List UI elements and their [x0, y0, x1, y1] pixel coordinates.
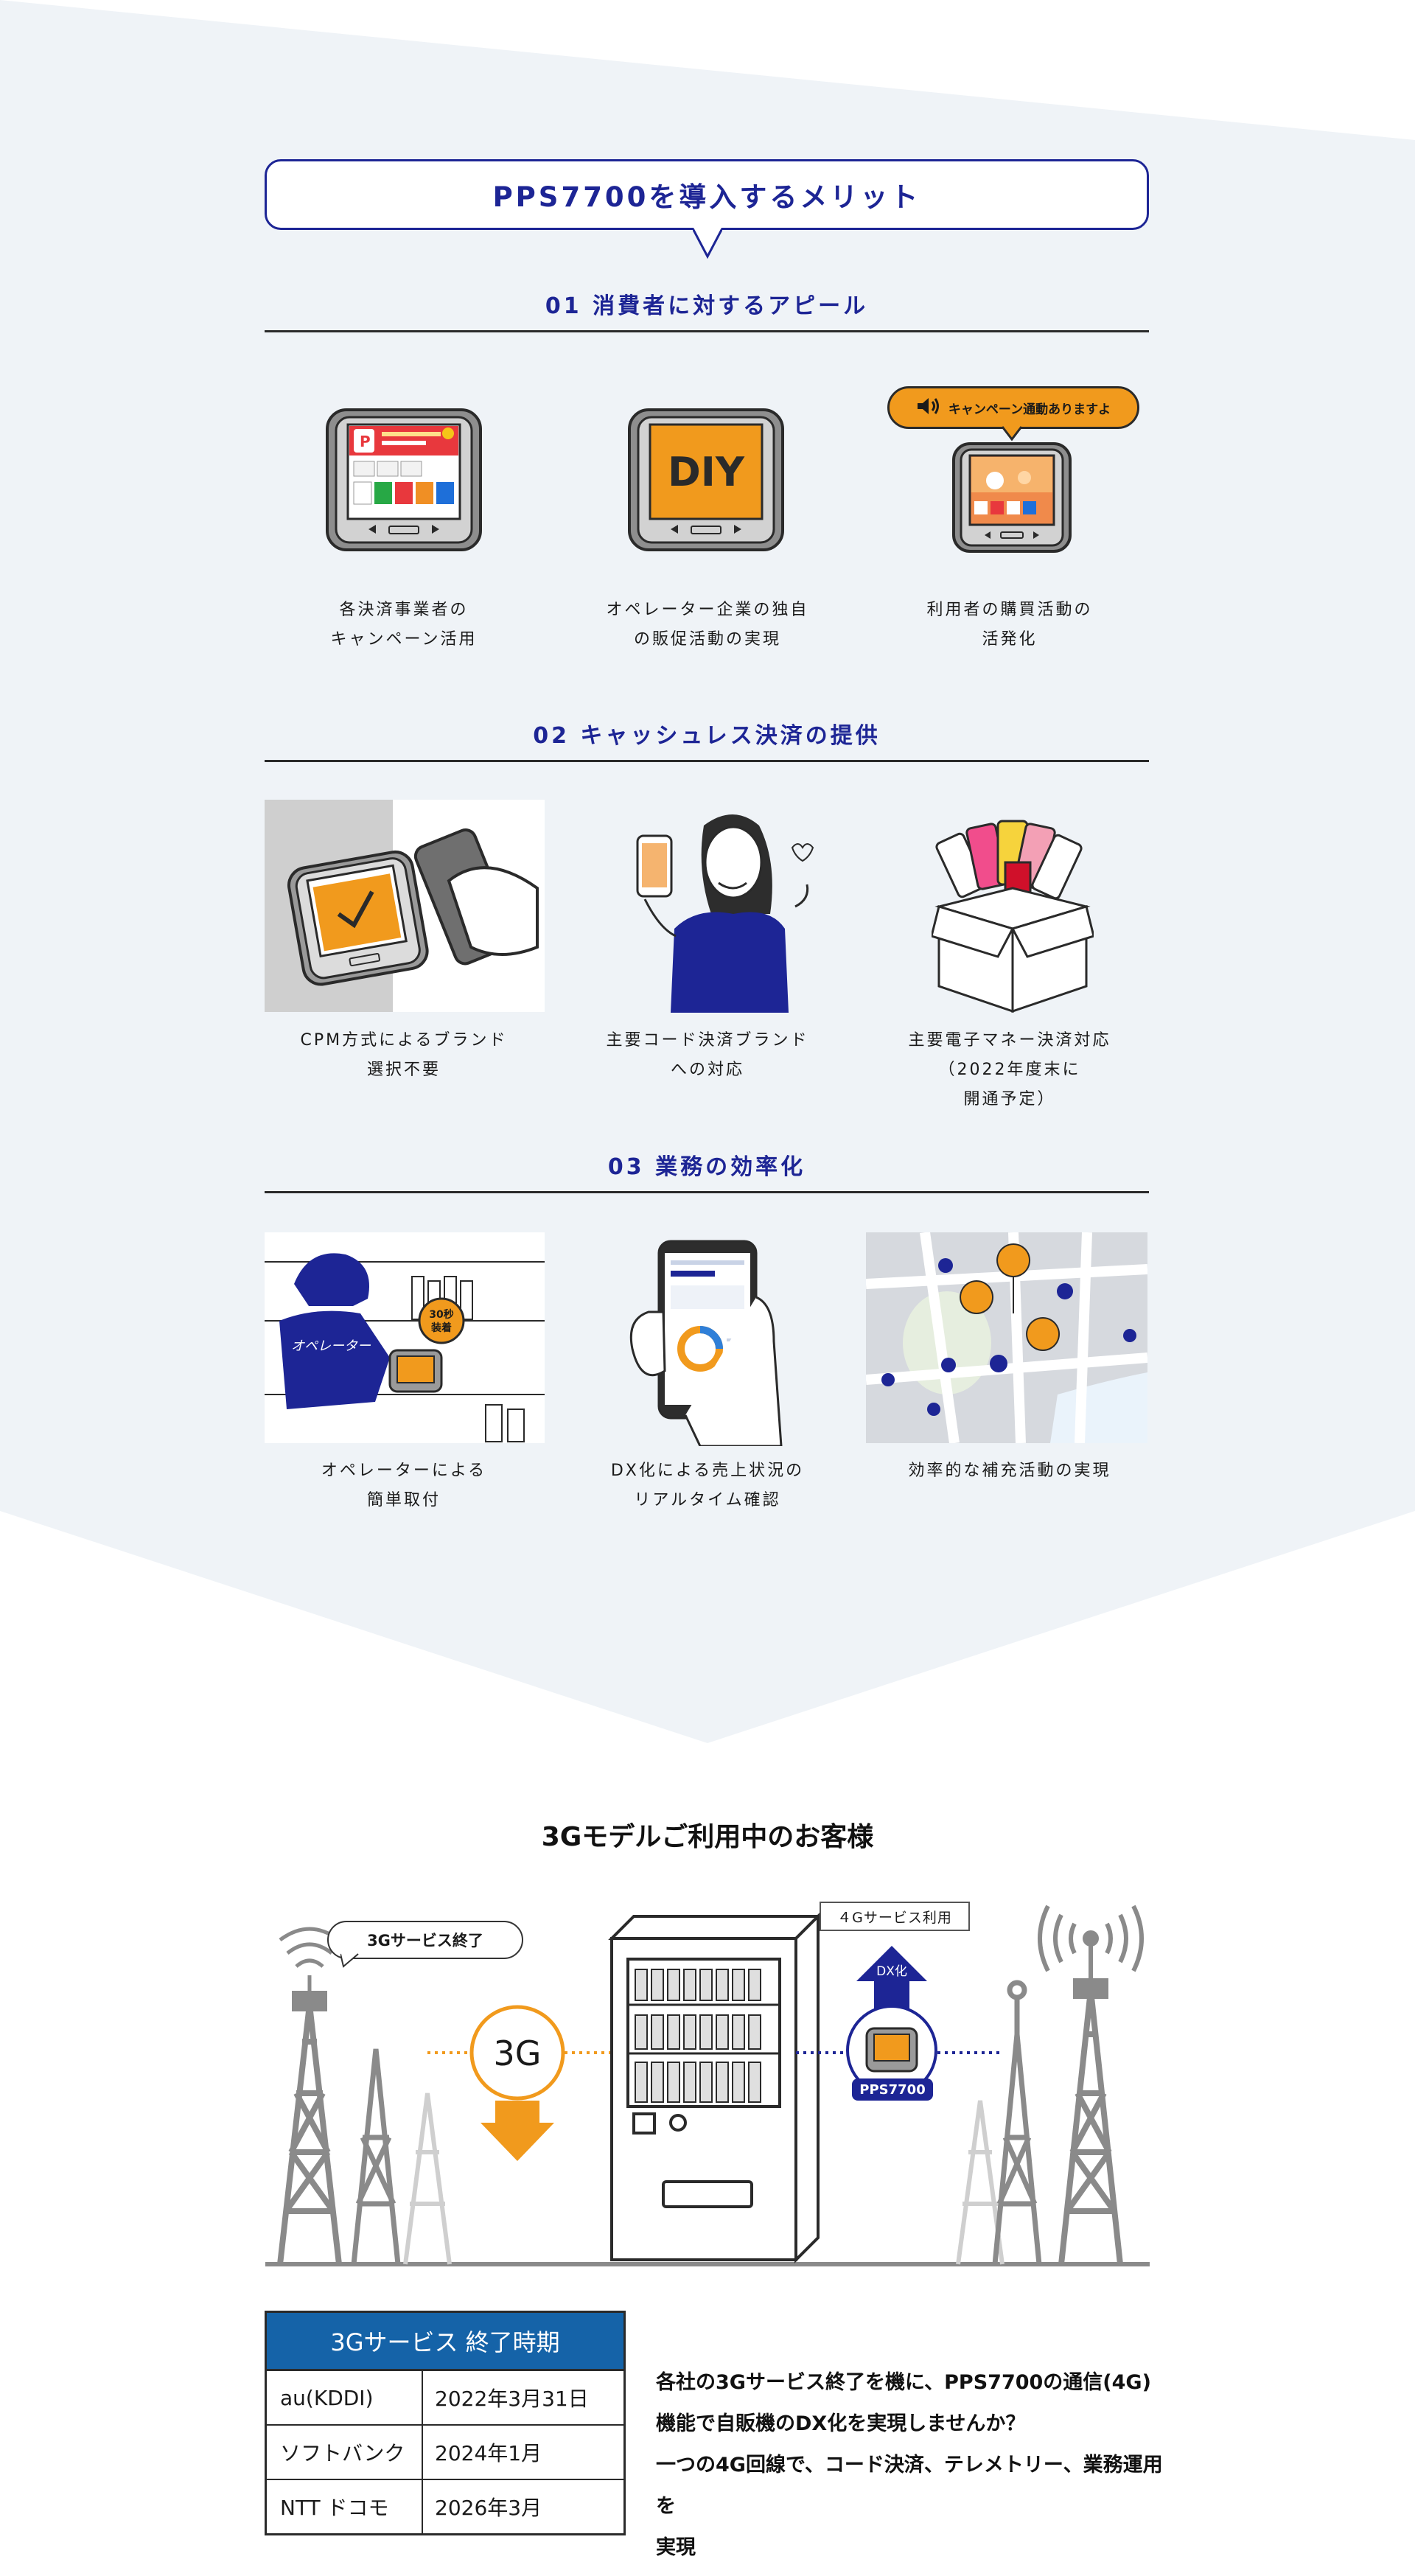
tag-3g-end-text: 3Gサービス終了	[367, 1932, 483, 1950]
terminal-active-illustration	[952, 442, 1072, 553]
paragraph-line: 機能で自販機のDX化を実現しませんか？	[656, 2412, 1026, 2435]
caption-line: 開通予定）	[963, 1090, 1056, 1109]
caption-campaign: 各決済事業者の キャンペーン活用	[264, 596, 544, 655]
section-divider	[265, 330, 1149, 332]
diy-screen-text: DIY	[668, 449, 745, 495]
woman-with-phone-illustration	[636, 814, 814, 1013]
date-cell: 2024年1月	[435, 2441, 542, 2465]
dx-proposal-paragraph: 各社の3Gサービス終了を機に、PPS7700の通信(4G) 機能で自販機のDX化…	[656, 2362, 1172, 2569]
caption-line: リアルタイム確認	[634, 1491, 781, 1509]
caption-replenish: 効率的な補充活動の実現	[870, 1456, 1150, 1486]
3g-end-schedule-table: 3Gサービス 終了時期 au(KDDI) 2022年3月31日 ソフトバンク 2…	[265, 2311, 626, 2535]
caption-line: オペレーター企業の独自	[606, 601, 809, 619]
right-tower	[1058, 1978, 1123, 2265]
section-title-01: 01 消費者に対するアピール	[545, 293, 869, 319]
section-divider	[265, 760, 1149, 762]
caption-line: 主要コード決済ブランド	[606, 1031, 809, 1050]
headline-bubble: PPS7700を導入するメリット	[265, 159, 1149, 230]
table-row: NTT ドコモ 2026年3月	[267, 2480, 623, 2533]
caption-line: CPM方式によるブランド	[300, 1031, 508, 1050]
table-header: 3Gサービス 終了時期	[267, 2313, 623, 2371]
caption-activation: 利用者の購買活動の 活発化	[870, 596, 1150, 655]
install-badge-line2: 装着	[430, 1322, 452, 1334]
caption-line: 活発化	[982, 630, 1038, 649]
campaign-speech-bubble: キャンペーン通動ありますよ	[887, 386, 1139, 429]
tag-4g-use-text: ４Gサービス利用	[837, 1909, 952, 1926]
headline-text: PPS7700を導入するメリット	[492, 181, 921, 213]
carrier-cell: ソフトバンク	[267, 2426, 423, 2479]
operator-install-illustration: オペレーター 30秒 装着	[265, 1232, 545, 1443]
table-row: ソフトバンク 2024年1月	[267, 2426, 623, 2480]
speaker-icon	[916, 397, 941, 419]
section-divider	[265, 1191, 1149, 1193]
svg-text:P: P	[360, 433, 371, 450]
paragraph-line: 実現	[656, 2536, 696, 2559]
operator-shirt-text: オペレーター	[291, 1338, 371, 1354]
caption-install: オペレーターによる 簡単取付	[264, 1456, 544, 1515]
caption-line: 利用者の購買活動の	[926, 601, 1093, 619]
emoney-cards-box-illustration	[932, 820, 1094, 1013]
section-title-03: 03 業務の効率化	[607, 1154, 806, 1180]
dashboard-phone-illustration	[629, 1240, 783, 1446]
right-signal-icon	[1038, 1905, 1144, 1981]
speech-text: キャンペーン通動ありますよ	[948, 402, 1111, 417]
caption-emoney: 主要電子マネー決済対応 （2022年度末に 開通予定）	[870, 1026, 1150, 1114]
caption-line: 効率的な補充活動の実現	[908, 1462, 1111, 1480]
carrier-cell: au(KDDI)	[267, 2371, 423, 2424]
left-tower	[277, 1991, 342, 2265]
caption-line: 選択不要	[366, 1061, 441, 1079]
caption-line: 各決済事業者の	[339, 601, 469, 619]
caption-line: （2022年度末に	[938, 1061, 1081, 1079]
caption-dx-sales: DX化による売上状況の リアルタイム確認	[567, 1456, 848, 1515]
carrier-cell: NTT ドコモ	[267, 2480, 423, 2533]
caption-line: 簡単取付	[366, 1491, 441, 1509]
date-cell: 2026年3月	[435, 2496, 542, 2520]
label-3g: 3G	[494, 2034, 542, 2073]
paragraph-line: 各社の3Gサービス終了を機に、PPS7700の通信(4G)	[656, 2371, 1151, 2394]
terminal-campaign-illustration: P	[326, 408, 482, 551]
caption-cpm: CPM方式によるブランド 選択不要	[264, 1026, 544, 1085]
terminal-diy-illustration: DIY	[628, 408, 784, 551]
dx-heading: 3Gモデルご利用中のお客様	[541, 1822, 874, 1852]
cpm-scan-illustration	[265, 800, 545, 1012]
caption-diy: オペレーター企業の独自 の販促活動の実現	[567, 596, 848, 655]
caption-line: の販促活動の実現	[633, 630, 781, 649]
device-label: PPS7700	[859, 2082, 925, 2098]
caption-line: 主要電子マネー決済対応	[908, 1031, 1111, 1050]
route-map-illustration	[866, 1232, 1147, 1443]
caption-line: オペレーターによる	[321, 1462, 487, 1480]
paragraph-line: 一つの4G回線で、コード決済、テレメトリー、業務運用を	[656, 2454, 1163, 2518]
network-migration-diagram: 3G DX化 PPS7700	[265, 1905, 1150, 2266]
table-row: au(KDDI) 2022年3月31日	[267, 2371, 623, 2426]
3g-down-arrow	[481, 2101, 554, 2161]
tag-3g-end: 3Gサービス終了	[327, 1921, 523, 1959]
bubble-tail	[693, 227, 722, 259]
tag-4g-use: ４Gサービス利用	[820, 1902, 970, 1931]
caption-line: DX化による売上状況の	[610, 1462, 805, 1480]
section-title-02: 02 キャッシュレス決済の提供	[533, 723, 881, 749]
install-badge-line1: 30秒	[429, 1308, 453, 1321]
speech-tail	[1001, 426, 1023, 441]
dx-up-arrow	[856, 1946, 927, 2015]
date-cell: 2022年3月31日	[435, 2387, 589, 2411]
tag-3g-end-tail	[340, 1953, 359, 1968]
dx-arrow-label: DX化	[876, 1964, 907, 1979]
caption-line: への対応	[670, 1061, 744, 1079]
caption-code-brands: 主要コード決済ブランド への対応	[567, 1026, 848, 1085]
caption-line: キャンペーン活用	[330, 630, 478, 649]
